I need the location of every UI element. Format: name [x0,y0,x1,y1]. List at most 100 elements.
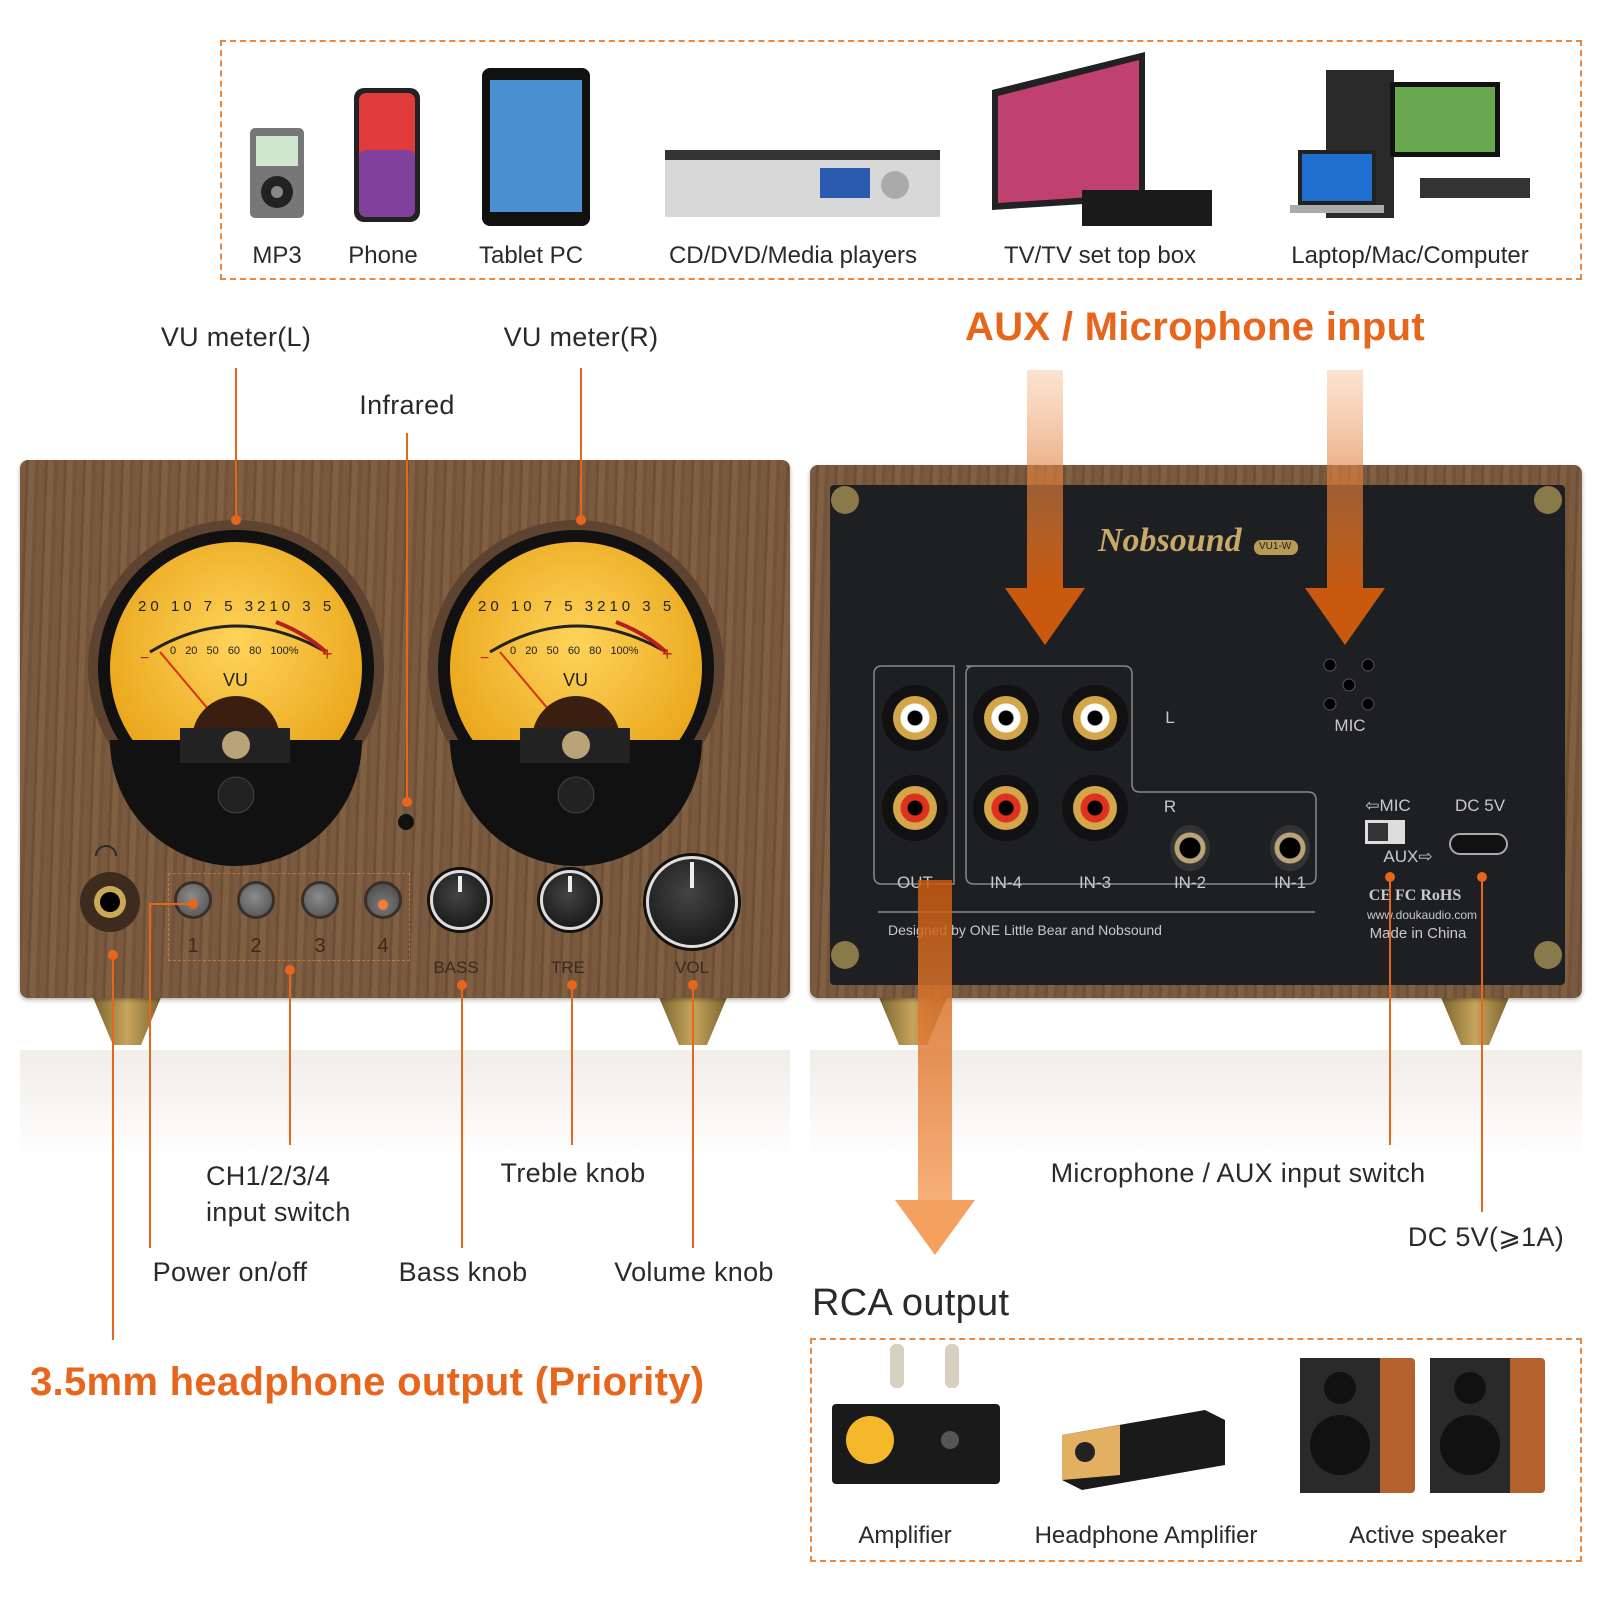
vu-label-right: VU [563,670,589,690]
in1-label: IN-1 [1273,873,1307,892]
vu-percent-right: 0 20 50 60 80 100% [510,645,639,657]
output-devices-box [810,1338,1582,1562]
input-button-2[interactable] [237,881,275,919]
made-in-text: Made in China [1369,925,1467,942]
mp3-player-icon [250,128,304,218]
cert-logos: CE FC RoHS [1368,887,1462,904]
tv-icon [992,52,1212,226]
button-number-1: 1 [187,935,199,957]
headphone-jack [80,872,140,932]
dc-label: DC 5V [1454,796,1506,815]
media-player-icon [665,150,940,217]
source-label-tv: TV/TV set top box [1003,242,1197,269]
vu-plus-right: + [662,644,673,664]
rca-in4-right[interactable] [973,775,1039,841]
headphone-icon [95,845,117,857]
infrared-sensor [398,814,414,830]
aux-jack-in2[interactable] [1170,825,1210,871]
bass-label: BASS [433,958,479,977]
rca-in3-left[interactable] [1062,685,1128,751]
website-text: www.doukaudio.com [1366,908,1478,922]
back-foot-right [1440,995,1510,1045]
callout-treble: Treble knob [500,1158,646,1188]
source-label-phone: Phone [348,242,418,269]
speaker-icon [1300,1358,1415,1493]
vu-meters [80,520,724,932]
vu-minus-right: − [480,650,490,667]
input-button-4[interactable] [364,881,402,919]
vu-meter-left [88,520,384,866]
source-devices [250,52,1530,226]
left-channel-label: L [1165,708,1175,727]
volume-label: VOL [674,958,710,977]
vu-meter-right [428,520,724,866]
callout-power: Power on/off [152,1257,308,1287]
usb-c-port [1449,833,1508,855]
input-sources-box [220,40,1582,280]
output-label-amplifier: Amplifier [858,1522,952,1549]
tablet-icon [482,68,590,226]
source-label-mp3: MP3 [252,242,302,269]
vu-plus-left: + [322,644,333,664]
vu-scale-right: 20 10 7 5 3210 3 5 [478,598,676,615]
in4-label: IN-4 [989,873,1023,892]
volume-knob[interactable] [646,856,738,948]
callout-headphone-output: 3.5mm headphone output (Priority) [30,1360,705,1404]
front-foot-right [658,995,728,1045]
callout-dc: DC 5V(⩾1A) [1407,1222,1565,1252]
switch-mic-label: ⇦MIC [1365,796,1411,815]
callout-volume: Volume knob [614,1257,774,1287]
back-panel-graphics [831,486,1562,969]
rca-in3-right[interactable] [1062,775,1128,841]
switch-aux-label: AUX⇨ [1383,847,1433,866]
source-label-media: CD/DVD/Media players [668,242,918,269]
speaker-icon [1430,1358,1545,1493]
treble-label: TRE [551,958,585,977]
designed-by-text: Designed by ONE Little Bear and Nobsound [888,922,1162,938]
in2-label: IN-2 [1173,873,1207,892]
mic-label: MIC [1334,716,1366,735]
aux-jack-in1[interactable] [1270,825,1310,871]
headphone-amplifier-icon [1062,1410,1225,1490]
callout-bass: Bass knob [398,1257,528,1287]
vu-percent-left: 0 20 50 60 80 100% [170,645,299,657]
computer-icon [1290,70,1530,218]
out-label: OUT [897,873,933,892]
callout-rca-output: RCA output [812,1282,1010,1324]
in3-label: IN-3 [1078,873,1112,892]
brand-logo: Nobsound [1098,522,1242,559]
output-label-speaker: Active speaker [1349,1522,1507,1549]
callout-ch-line2: input switch [206,1197,351,1227]
bass-knob[interactable] [430,870,490,930]
vu-minus-left: − [140,650,150,667]
back-plate [830,485,1565,985]
treble-knob[interactable] [540,870,600,930]
rca-in4-left[interactable] [973,685,1039,751]
callout-infrared: Infrared [359,390,455,420]
button-number-2: 2 [250,935,262,957]
source-label-tablet: Tablet PC [478,242,584,269]
callout-ch-switch: CH1/2/3/4 input switch [206,1158,351,1230]
amplifier-icon [832,1344,1000,1484]
source-label-computer: Laptop/Mac/Computer [1291,242,1529,269]
vu-scale-left: 20 10 7 5 3210 3 5 [138,598,336,615]
callout-vu-right: VU meter(R) [503,322,659,352]
phone-icon [354,88,420,222]
output-label-headphone-amp: Headphone Amplifier [1034,1522,1258,1549]
callout-aux-mic-input: AUX / Microphone input [965,305,1425,349]
front-reflection [20,1050,790,1160]
front-foot-left [92,995,162,1045]
callout-ch-line1: CH1/2/3/4 [206,1161,331,1191]
rca-out-left[interactable] [882,685,948,751]
vu-label-left: VU [223,670,249,690]
back-reflection [810,1050,1582,1160]
rca-out-right[interactable] [882,775,948,841]
right-channel-label: R [1163,797,1177,816]
mic-holes-icon [1323,658,1375,711]
input-button-3[interactable] [301,881,339,919]
button-number-3: 3 [314,935,326,957]
back-foot-left [878,995,948,1045]
button-number-4: 4 [377,935,389,957]
callout-vu-left: VU meter(L) [160,322,312,352]
callout-mic-aux-switch: Microphone / AUX input switch [1050,1158,1426,1188]
